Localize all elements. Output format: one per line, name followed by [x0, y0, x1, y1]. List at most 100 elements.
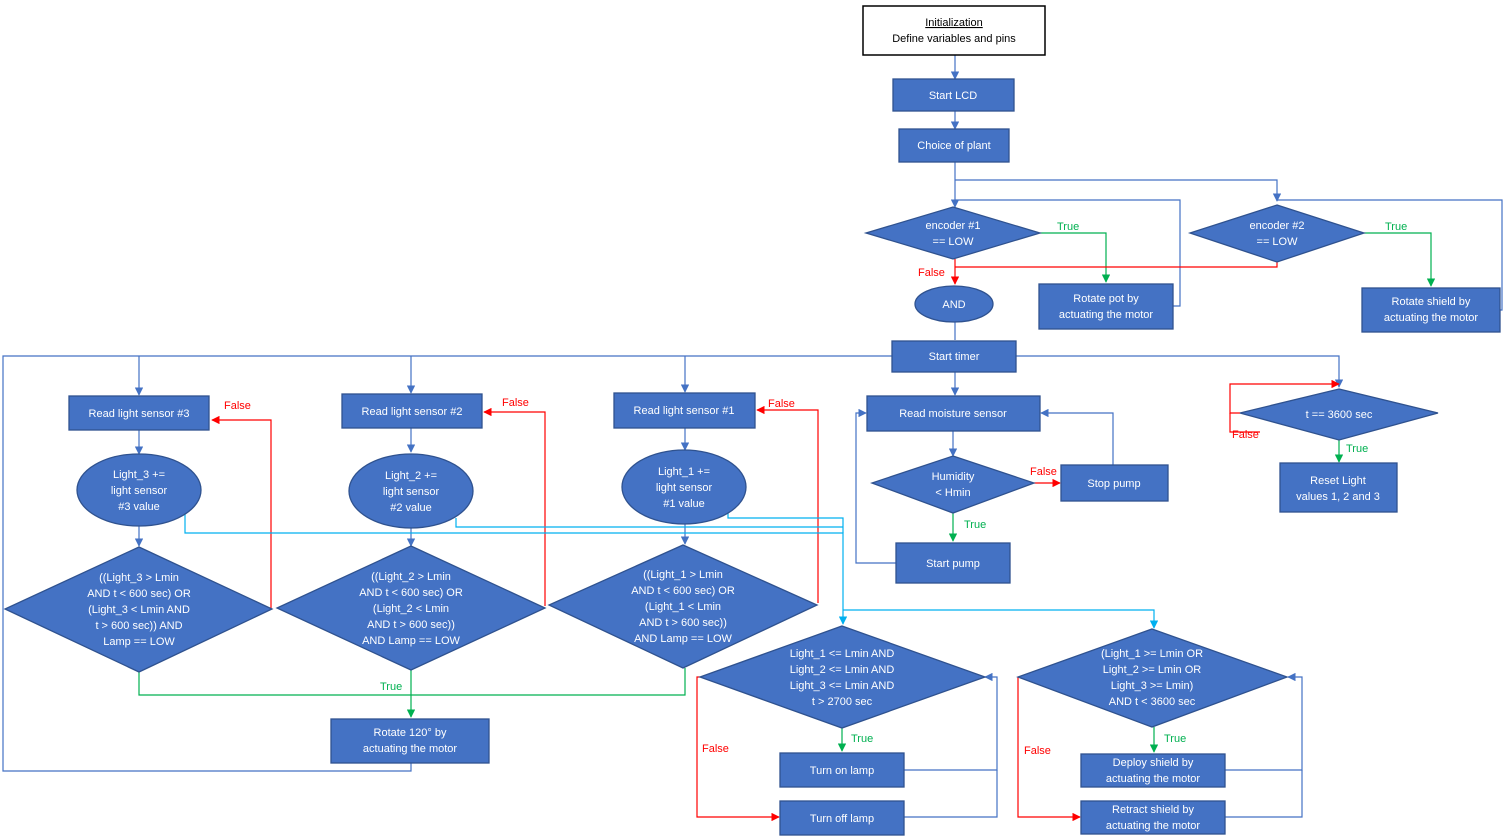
cond3-line-3: (Light_3 < Lmin AND — [88, 604, 190, 616]
node-humidity: Humidity < Hmin — [870, 455, 1036, 514]
shield-cond-line-3: Light_3 >= Lmin) — [1111, 680, 1194, 692]
node-turn-on-lamp: Turn on lamp — [779, 752, 905, 788]
cond2-line-4: AND t > 600 sec)) — [367, 619, 455, 631]
start-lcd-line-1: Start LCD — [929, 90, 977, 102]
label-enc1-true: True — [1057, 221, 1079, 233]
edge-choice-enc2 — [955, 179, 1282, 202]
retract-shield-line-1: Retract shield by — [1112, 804, 1194, 816]
edge-light1-out — [727, 508, 844, 533]
read-ls3-line-1: Read light sensor #3 — [89, 408, 190, 420]
node-choice-plant: Choice of plant — [898, 128, 1010, 163]
deploy-shield-line-1: Deploy shield by — [1113, 757, 1194, 769]
cond2-line-5: AND Lamp == LOW — [362, 635, 460, 647]
cond2-line-3: (Light_2 < Lmin — [373, 603, 449, 615]
edge-pot-loop — [955, 199, 1181, 307]
edge-lampon-loop — [904, 672, 998, 771]
retract-shield-line-2: actuating the motor — [1106, 820, 1201, 832]
reset-light-line-2: values 1, 2 and 3 — [1296, 491, 1380, 503]
cond3-line-1: ((Light_3 > Lmin — [99, 572, 179, 584]
node-light3-acc: Light_3 += light sensor #3 value — [76, 453, 202, 527]
light2-acc-line-3: #2 value — [390, 502, 432, 514]
node-init: Initialization Define variables and pins — [862, 5, 1046, 56]
label-shield-false: False — [1024, 745, 1051, 757]
edge-left-loop — [2, 355, 412, 772]
node-stop-pump: Stop pump — [1060, 464, 1169, 502]
svg-text:Read moisture sensor: Read moisture sensor — [899, 408, 1007, 420]
svg-text:Turn on lamp: Turn on lamp — [810, 765, 874, 777]
edge-timer-t3600 — [1016, 355, 1344, 388]
svg-text:Choice of plant: Choice of plant — [917, 140, 990, 152]
node-start-pump: Start pump — [895, 542, 1011, 584]
humidity-line-2: < Hmin — [935, 487, 970, 499]
label-cond-true: True — [380, 681, 402, 693]
edge-t3600-false — [1229, 379, 1340, 414]
cond1-line-2: AND t < 600 sec) OR — [631, 585, 735, 597]
node-retract-shield: Retract shield by actuating the motor — [1080, 800, 1226, 835]
light3-acc-line-2: light sensor — [111, 485, 168, 497]
svg-text:Light_3 +=light sensor#3 value: Light_3 += light sensor #3 value — [111, 469, 168, 513]
label-cond1-false: False — [768, 398, 795, 410]
rotate120-line-2: actuating the motor — [363, 743, 458, 755]
node-encoder2: encoder #2== LOW — [1187, 204, 1367, 263]
cond1-line-4: AND t > 600 sec)) — [639, 617, 727, 629]
edge-light2-out — [455, 518, 843, 528]
edge-enc1-true — [1040, 232, 1111, 283]
edge-cond3-false — [211, 415, 272, 609]
shield-cond-line-1: (Light_1 >= Lmin OR — [1101, 648, 1203, 660]
edge-cond1-false — [756, 405, 819, 603]
edge-stop-loop — [1040, 408, 1114, 465]
label-shield-true: True — [1164, 733, 1186, 745]
t3600-line-1: t == 3600 sec — [1306, 409, 1373, 421]
node-light2-acc: Light_2 +=light sensor#2 value — [348, 453, 474, 529]
turn-on-lamp-line-1: Turn on lamp — [810, 765, 874, 777]
humidity-line-1: Humidity — [932, 471, 975, 483]
light1-acc-line-2: light sensor — [656, 482, 713, 494]
edge-shield-loop — [1277, 199, 1503, 311]
encoder1-line-1: encoder #1 — [925, 220, 980, 232]
read-moist-line-1: Read moisture sensor — [899, 408, 1007, 420]
rotate120-line-1: Rotate 120° by — [374, 727, 447, 739]
label-lamp-false: False — [702, 743, 729, 755]
connectors — [2, 55, 1503, 822]
svg-text:encoder #2== LOW: encoder #2== LOW — [1249, 220, 1304, 248]
lamp-cond-line-3: Light_3 <= Lmin AND — [790, 680, 895, 692]
cond3-line-5: Lamp == LOW — [103, 636, 175, 648]
edge-retract-loop — [1225, 770, 1303, 818]
nodes: Initialization Define variables and pins… — [3, 5, 1501, 836]
svg-text:Read light sensor #1: Read light sensor #1 — [634, 405, 735, 417]
svg-text:Start pump: Start pump — [926, 558, 980, 570]
node-rotate120: Rotate 120° by actuating the motor — [330, 718, 490, 764]
edge-shield-false — [1017, 677, 1081, 822]
label-hum-false: False — [1030, 466, 1057, 478]
start-pump-line-1: Start pump — [926, 558, 980, 570]
light3-acc-line-3: #3 value — [118, 501, 160, 513]
svg-text:AND: AND — [942, 299, 965, 311]
svg-text:Humidity< Hmin: Humidity < Hmin — [932, 471, 975, 499]
node-and: AND — [914, 285, 994, 323]
node-encoder1: encoder #1== LOW — [863, 206, 1043, 260]
encoder2-line-2: == LOW — [1257, 236, 1299, 248]
edge-enc2-false — [955, 262, 1278, 268]
label-enc2-true: True — [1385, 221, 1407, 233]
svg-text:t == 3600 sec: t == 3600 sec — [1306, 409, 1373, 421]
cond3-line-2: AND t < 600 sec) OR — [87, 588, 191, 600]
edge-enc2-true — [1364, 232, 1436, 287]
edge-cond1-true — [411, 668, 686, 696]
light3-acc-line-1: Light_3 += — [113, 469, 165, 481]
turn-off-lamp-line-1: Turn off lamp — [810, 813, 874, 825]
and-line-1: AND — [942, 299, 965, 311]
svg-text:encoder #1== LOW: encoder #1== LOW — [925, 220, 980, 248]
light1-acc-line-3: #1 value — [663, 498, 705, 510]
